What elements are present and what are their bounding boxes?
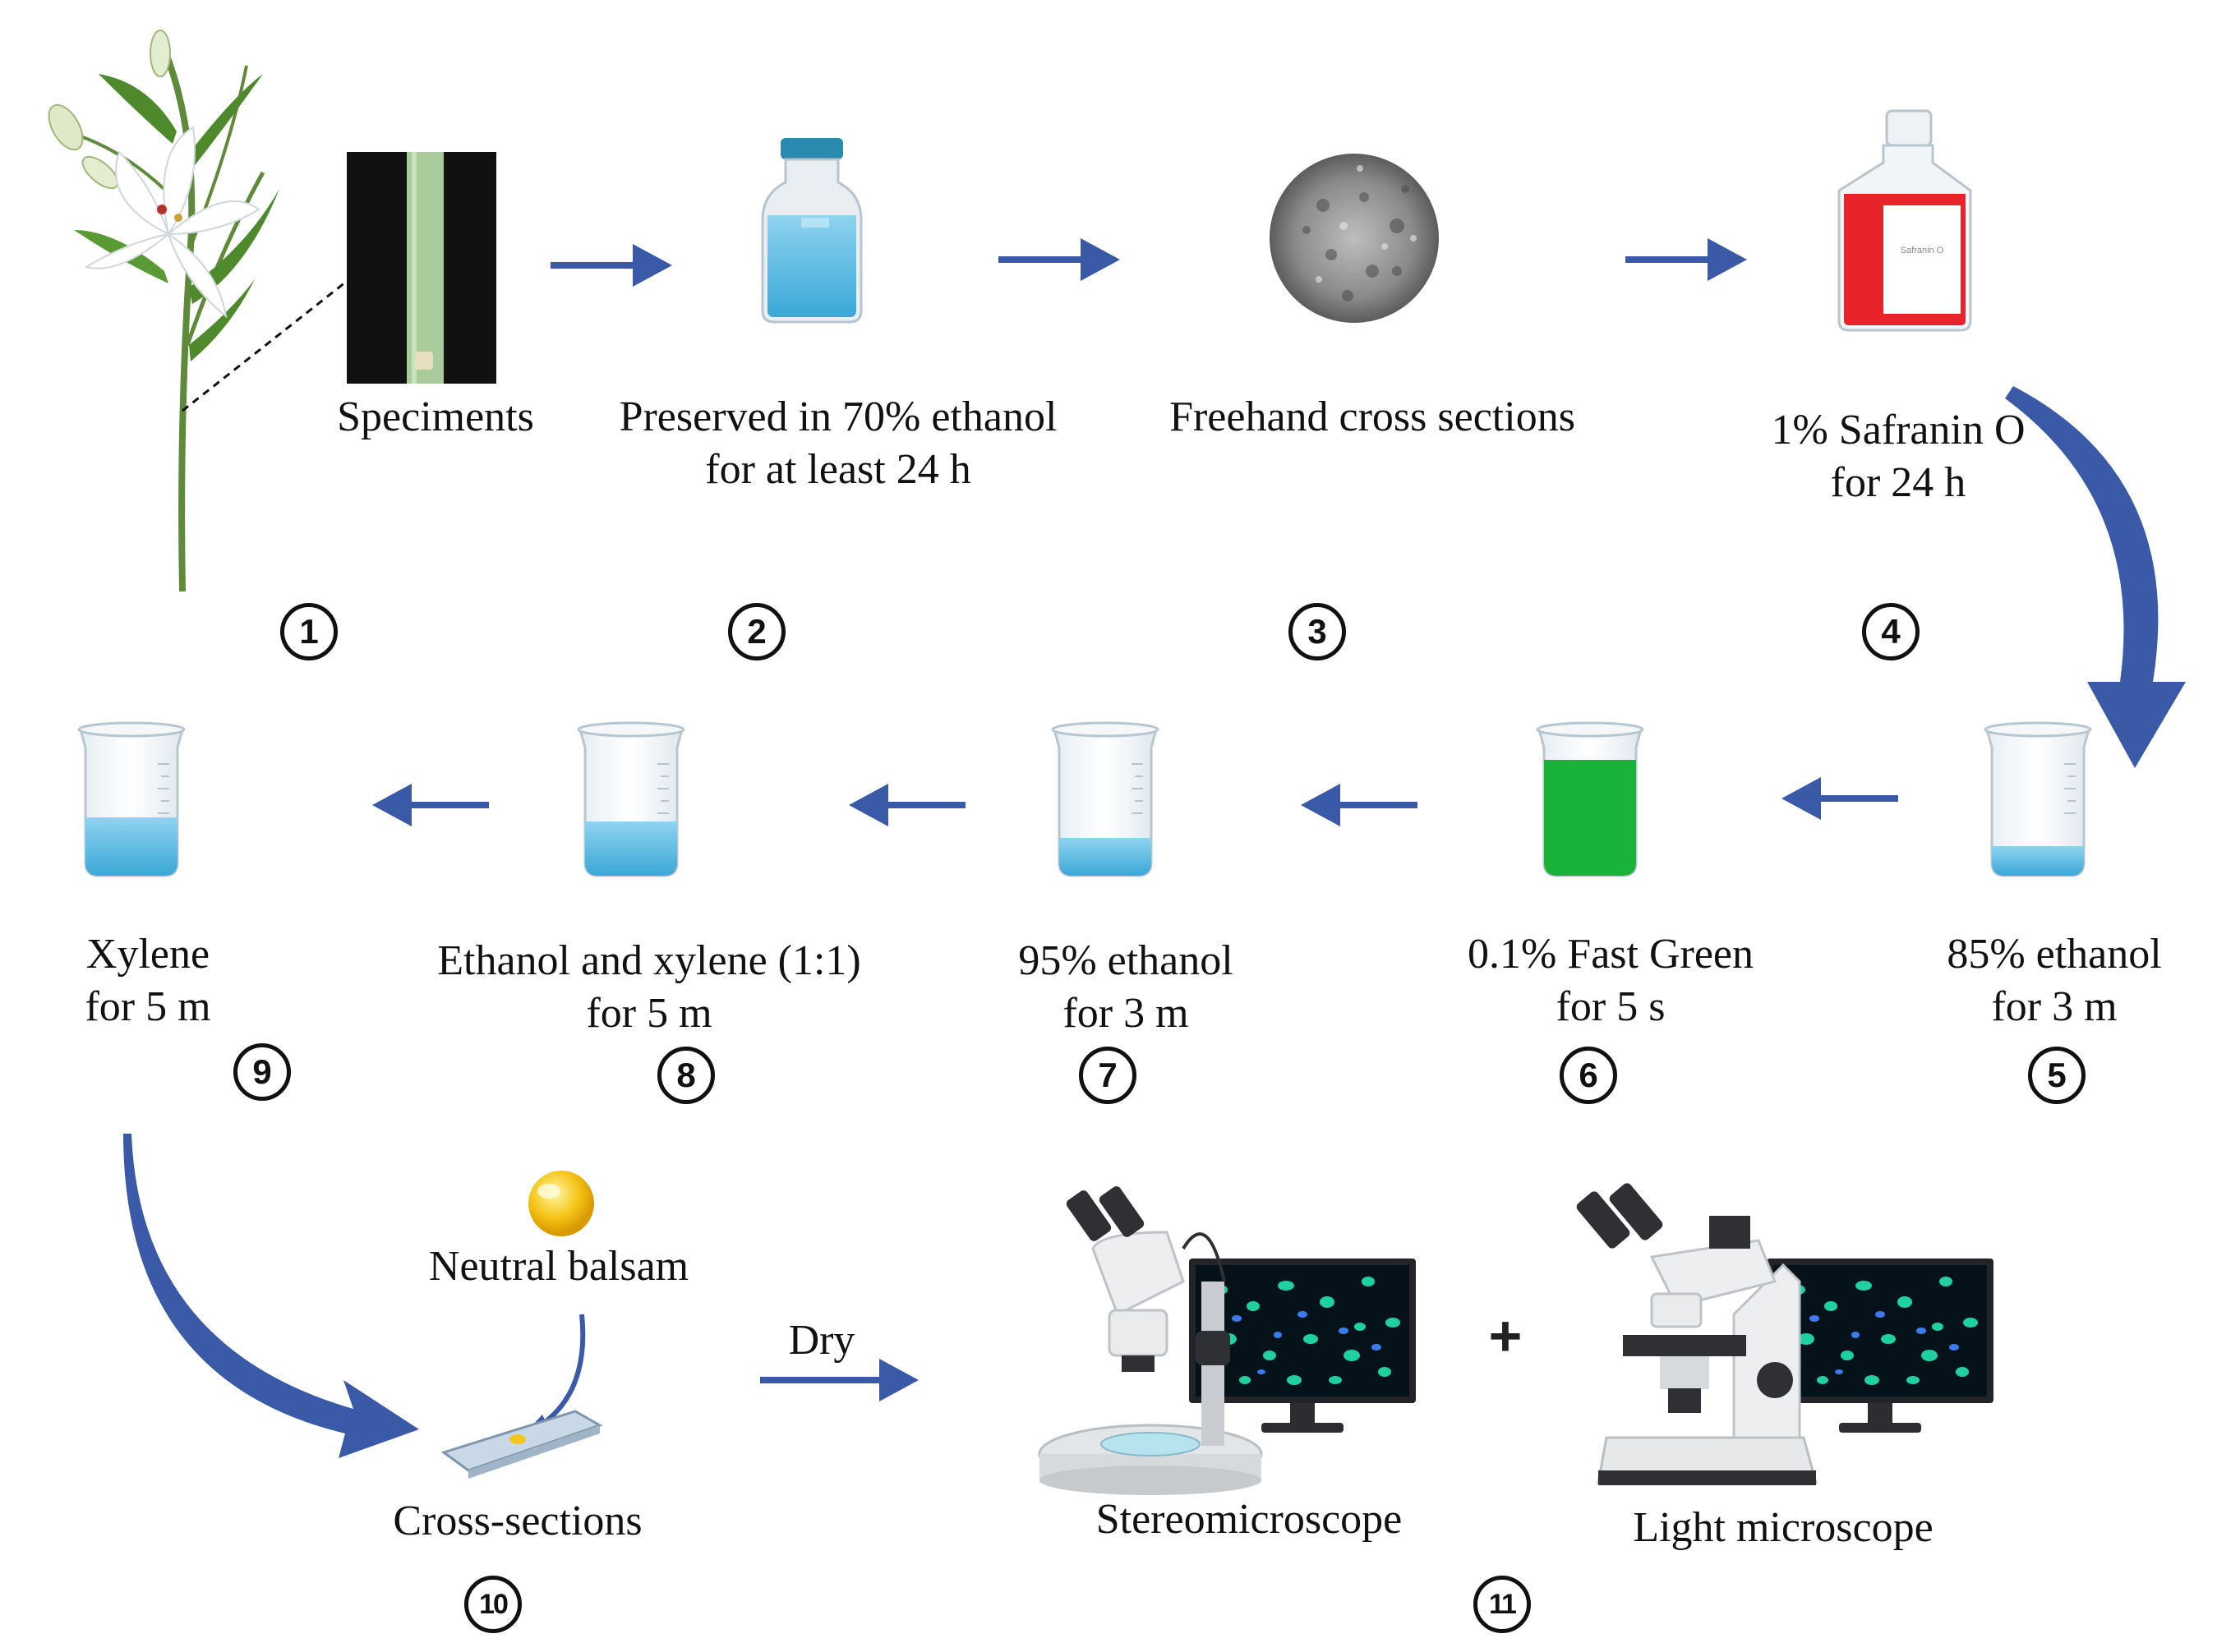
beaker-step7-icon <box>1051 721 1159 877</box>
step11-number: 11 <box>1473 1576 1531 1633</box>
step3-number: 3 <box>1288 603 1346 660</box>
step7-number: 7 <box>1079 1047 1136 1104</box>
beaker-step6-icon <box>1536 721 1644 877</box>
stereomicroscope-icon <box>1038 1186 1416 1495</box>
step7-label: 95% ethanol for 3 m <box>1018 937 1233 1037</box>
step8-number: 8 <box>657 1047 715 1104</box>
beaker-step8-icon <box>577 721 685 877</box>
beaker-step9-icon <box>77 721 186 877</box>
step3-label: Freehand cross sections <box>1169 393 1575 440</box>
slide-icon <box>440 1410 603 1479</box>
light-microscope-icon <box>1576 1183 1993 1485</box>
step2-label: Preserved in 70% ethanol for at least 24… <box>619 393 1058 493</box>
beaker-step5-icon <box>1984 721 2092 877</box>
step6-label: 0.1% Fast Green for 5 s <box>1467 931 1754 1030</box>
curved-arrow-right <box>2005 386 2186 768</box>
step10-label: Cross-sections <box>393 1498 643 1544</box>
bottle-label: Safranin O <box>1901 246 1944 255</box>
step8-label: Ethanol and xylene (1:1) for 5 m <box>437 937 861 1037</box>
safranin-bottle-icon: Safranin O <box>1837 109 1972 332</box>
step9-number: 9 <box>233 1043 291 1101</box>
dry-label: Dry <box>788 1317 855 1364</box>
neutral-balsam-label: Neutral balsam <box>428 1243 689 1290</box>
curved-arrow-left <box>123 1134 419 1458</box>
step9-label: Xylene for 5 m <box>85 931 211 1030</box>
step2-number: 2 <box>728 603 786 660</box>
stereomicroscope-label: Stereomicroscope <box>1095 1496 1403 1543</box>
step1-number: 1 <box>280 603 338 660</box>
dry-arrow <box>760 1359 919 1401</box>
arrows-row1 <box>551 238 1747 287</box>
balsam-drop-icon <box>528 1171 594 1236</box>
plus-sign: + <box>1489 1304 1523 1368</box>
step10-number: 10 <box>464 1576 522 1633</box>
step1-label: Speciments <box>337 393 534 440</box>
step5-label: 85% ethanol for 3 m <box>1947 931 2162 1030</box>
step4-label: 1% Safranin O for 24 h <box>1771 407 2026 506</box>
lily-plant-icon <box>48 30 350 592</box>
step4-number: 4 <box>1862 603 1920 660</box>
cross-section-icon <box>1270 154 1439 323</box>
step6-number: 6 <box>1560 1047 1617 1104</box>
ethanol-bottle-icon <box>761 138 863 324</box>
specimen-strip-image <box>347 152 496 384</box>
arrows-row2 <box>372 777 1898 826</box>
light-microscope-label: Light microscope <box>1633 1504 1934 1551</box>
step5-number: 5 <box>2028 1047 2086 1104</box>
